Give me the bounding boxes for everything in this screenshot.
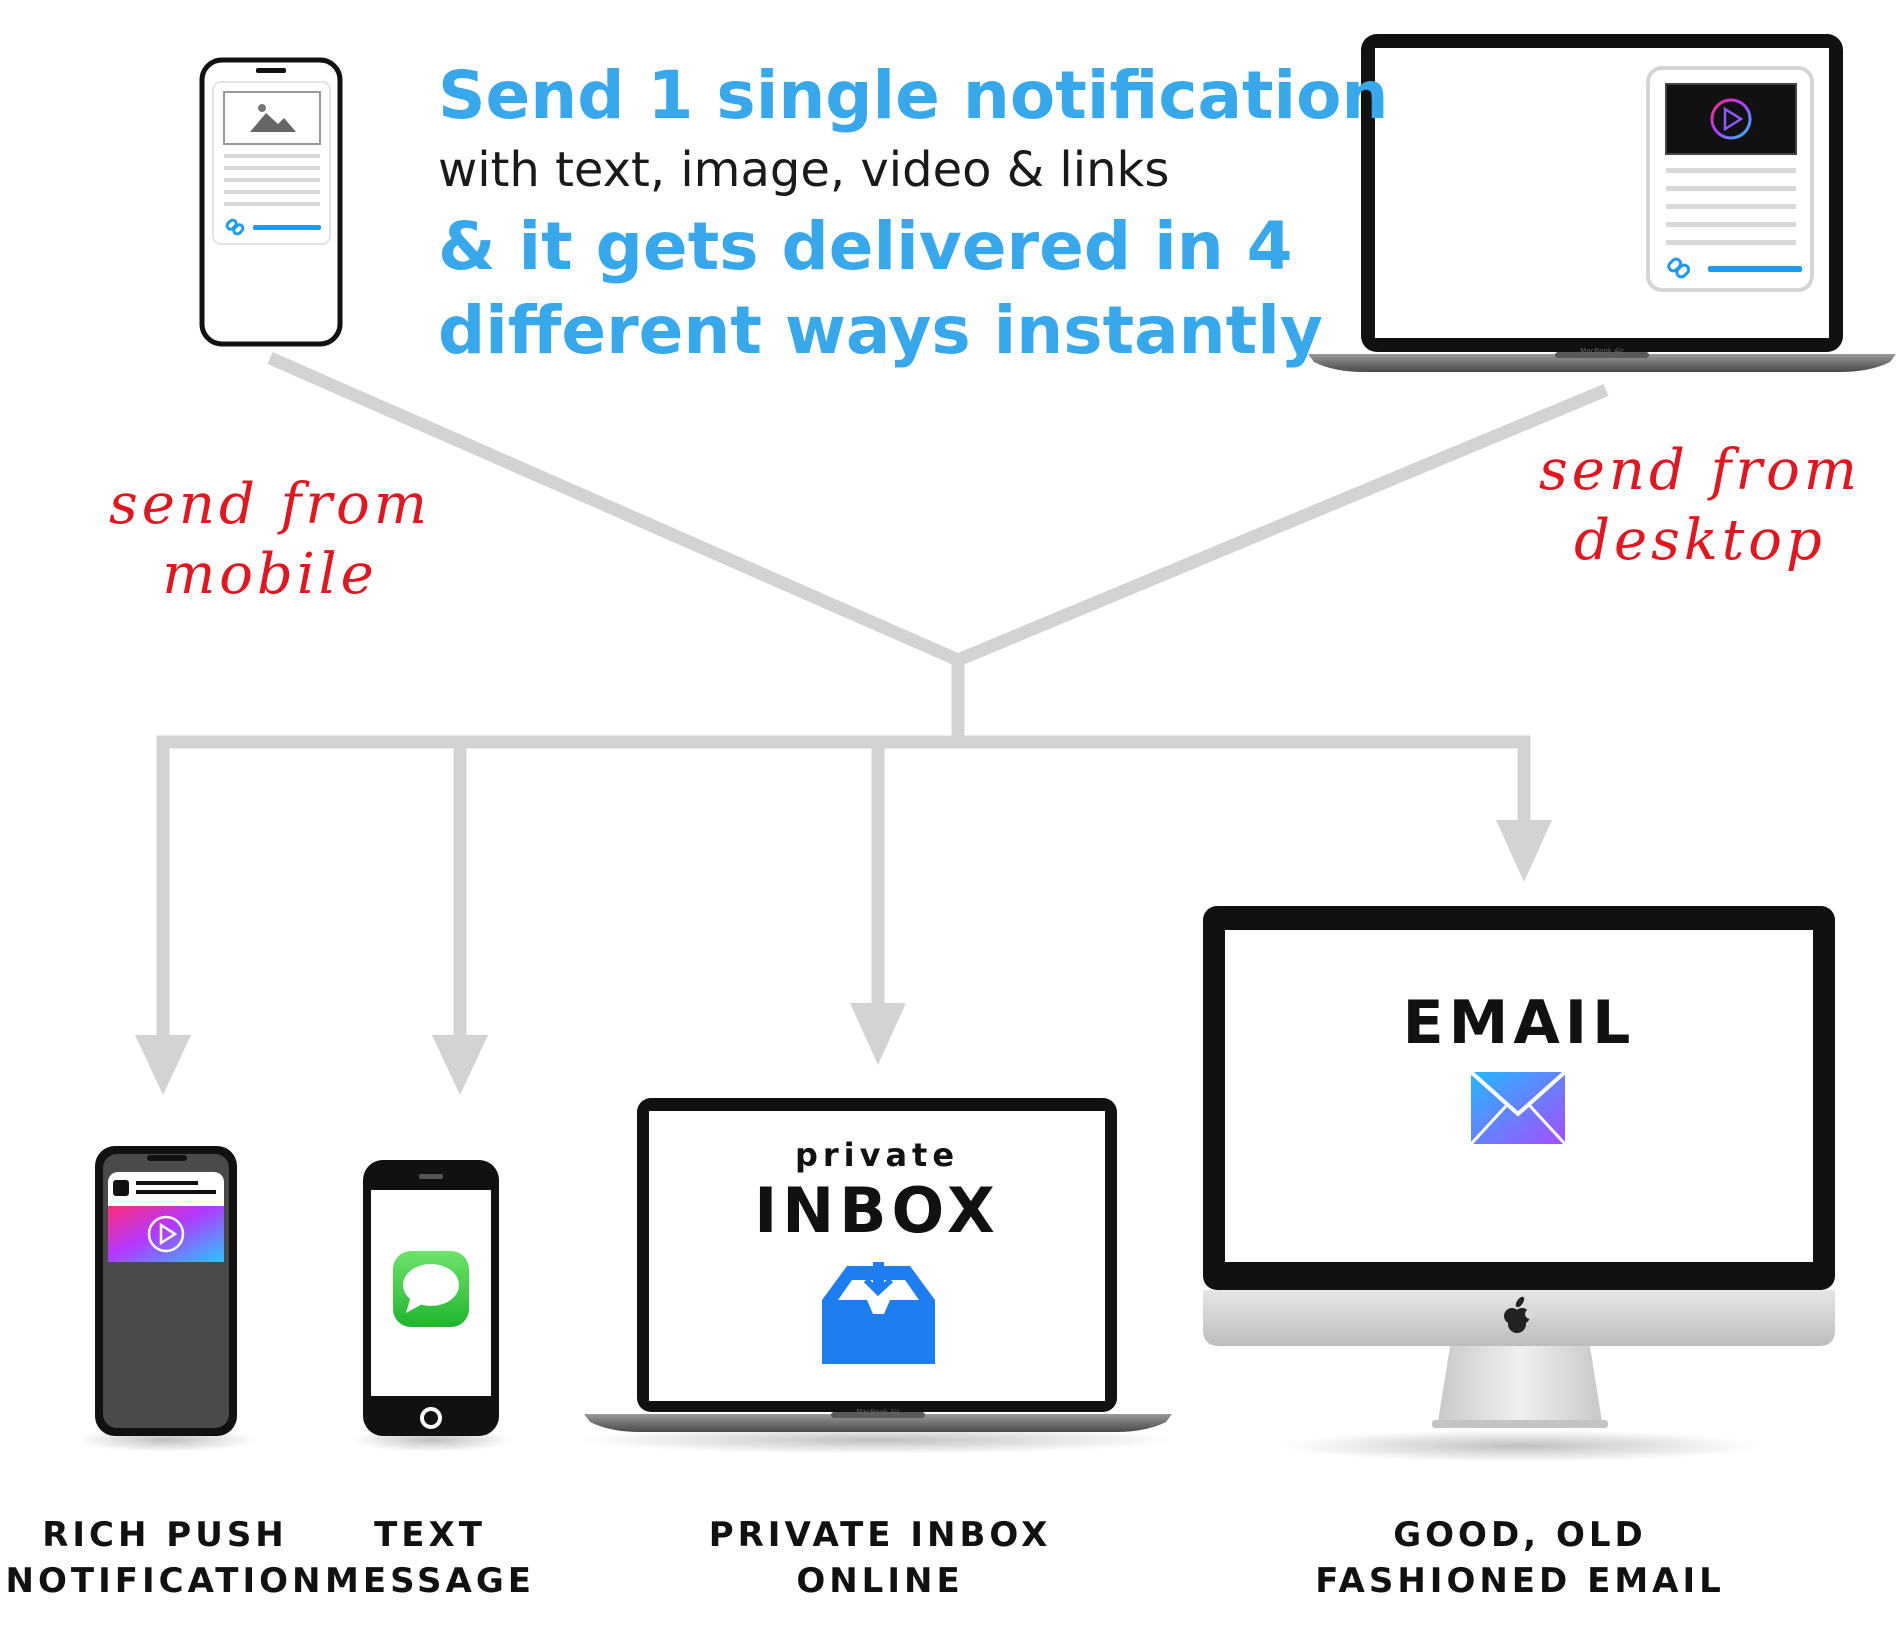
- caption-email: GOOD, OLD FASHIONED EMAIL: [1290, 1512, 1750, 1604]
- play-video-icon: [147, 1215, 185, 1253]
- apple-logo-icon: [1504, 1296, 1535, 1333]
- text-phone-icon: [352, 1160, 512, 1452]
- caption-email-line-2: FASHIONED EMAIL: [1315, 1561, 1725, 1601]
- inbox-laptop-icon: MacBook Air: [578, 1098, 1178, 1454]
- inbox-download-icon: [822, 1262, 935, 1364]
- send-from-mobile-line-1: send from: [109, 472, 431, 537]
- arrowhead-text: [432, 1035, 488, 1095]
- connector-lines: [156, 352, 1609, 1038]
- send-from-desktop-label: send from desktop: [1500, 436, 1900, 576]
- send-from-mobile-line-2: mobile: [162, 542, 378, 607]
- caption-rich-push: RICH PUSH NOTIFICATION: [0, 1512, 330, 1604]
- caption-text-message-line-2: MESSAGE: [325, 1561, 535, 1601]
- headline: Send 1 single notification with text, im…: [438, 52, 1389, 376]
- imac-icon: [1203, 906, 1835, 1462]
- source-phone-icon: [199, 57, 343, 347]
- caption-private-inbox-line-1: PRIVATE INBOX: [708, 1515, 1052, 1555]
- image-placeholder-icon: [250, 104, 296, 132]
- send-from-desktop-line-2: desktop: [1574, 508, 1826, 573]
- send-from-desktop-line-1: send from: [1539, 438, 1861, 503]
- headline-line-4: different ways instantly: [438, 292, 1323, 369]
- inbox-screen-big-label: INBOX: [754, 1174, 1000, 1247]
- headline-line-1: Send 1 single notification: [438, 57, 1389, 134]
- connector-from-mobile: [267, 352, 961, 666]
- caption-private-inbox: PRIVATE INBOX ONLINE: [680, 1512, 1080, 1604]
- laptop-brand-label: MacBook Air: [1580, 347, 1624, 355]
- connector-from-desktop: [955, 384, 1609, 666]
- source-laptop-icon: MacBook Air: [1308, 34, 1896, 372]
- arrowhead-push: [135, 1035, 191, 1095]
- caption-text-message-line-1: TEXT: [374, 1515, 486, 1555]
- caption-rich-push-line-2: NOTIFICATION: [5, 1561, 325, 1601]
- push-phone-icon: [76, 1146, 256, 1452]
- laptop-brand-label: MacBook Air: [856, 1408, 900, 1416]
- headline-line-2: with text, image, video & links: [438, 142, 1170, 198]
- send-from-mobile-label: send from mobile: [70, 470, 470, 610]
- caption-rich-push-line-1: RICH PUSH: [42, 1515, 288, 1555]
- headline-line-3: & it gets delivered in 4: [438, 208, 1293, 285]
- envelope-icon: [1469, 1070, 1567, 1146]
- caption-email-line-1: GOOD, OLD: [1393, 1515, 1647, 1555]
- caption-text-message: TEXT MESSAGE: [325, 1512, 535, 1604]
- arrowhead-email: [1496, 820, 1552, 882]
- link-icon: [225, 218, 245, 236]
- inbox-screen-small-label: private: [794, 1136, 960, 1174]
- caption-private-inbox-line-2: ONLINE: [796, 1561, 964, 1601]
- arrowheads: [135, 820, 1552, 1095]
- play-video-icon: [1710, 98, 1752, 140]
- arrowhead-inbox: [850, 1003, 906, 1065]
- message-bubble-icon: [393, 1251, 469, 1327]
- email-screen-label: EMAIL: [1402, 988, 1636, 1058]
